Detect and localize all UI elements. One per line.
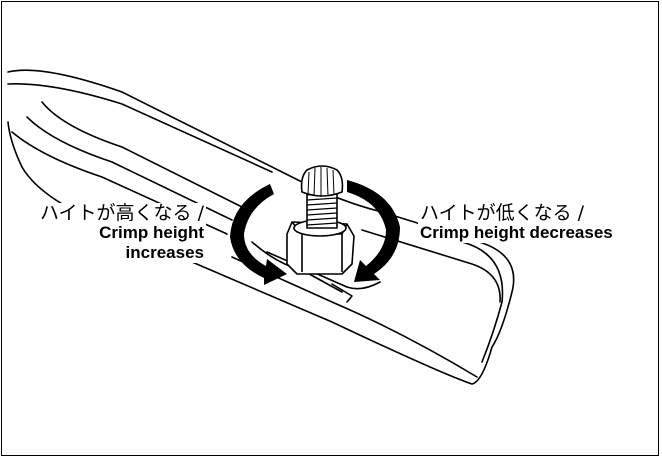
arm-groove-3 [11,131,228,235]
crimp-height-increases-label: ハイトが高くなる / Crimp height increases [37,202,206,263]
decrease-label-en-1: Crimp height decreases [420,223,613,242]
arm-step [331,283,353,303]
increase-label-jp: ハイトが高くなる / [39,202,204,224]
adjustment-bolt-icon [286,165,355,275]
arm-bottom-edge [231,256,478,378]
arm-slot-right [266,251,381,290]
decrease-label-jp: ハイトが低くなる / [420,202,585,224]
arm-groove-2 [26,116,233,221]
clockwise-arrow-icon [347,180,400,282]
crimp-height-decreases-label: ハイトが低くなる / Crimp height decreases [418,203,615,243]
arm-groove-1 [41,101,243,208]
increase-label-en-2: increases [125,243,204,262]
arm-top-ridge [7,83,273,173]
arm-right-ridge [361,229,501,303]
increase-label-en-1: Crimp height [99,223,204,242]
counterclockwise-arrow-icon [230,184,287,285]
arm-right-edge [461,241,504,363]
